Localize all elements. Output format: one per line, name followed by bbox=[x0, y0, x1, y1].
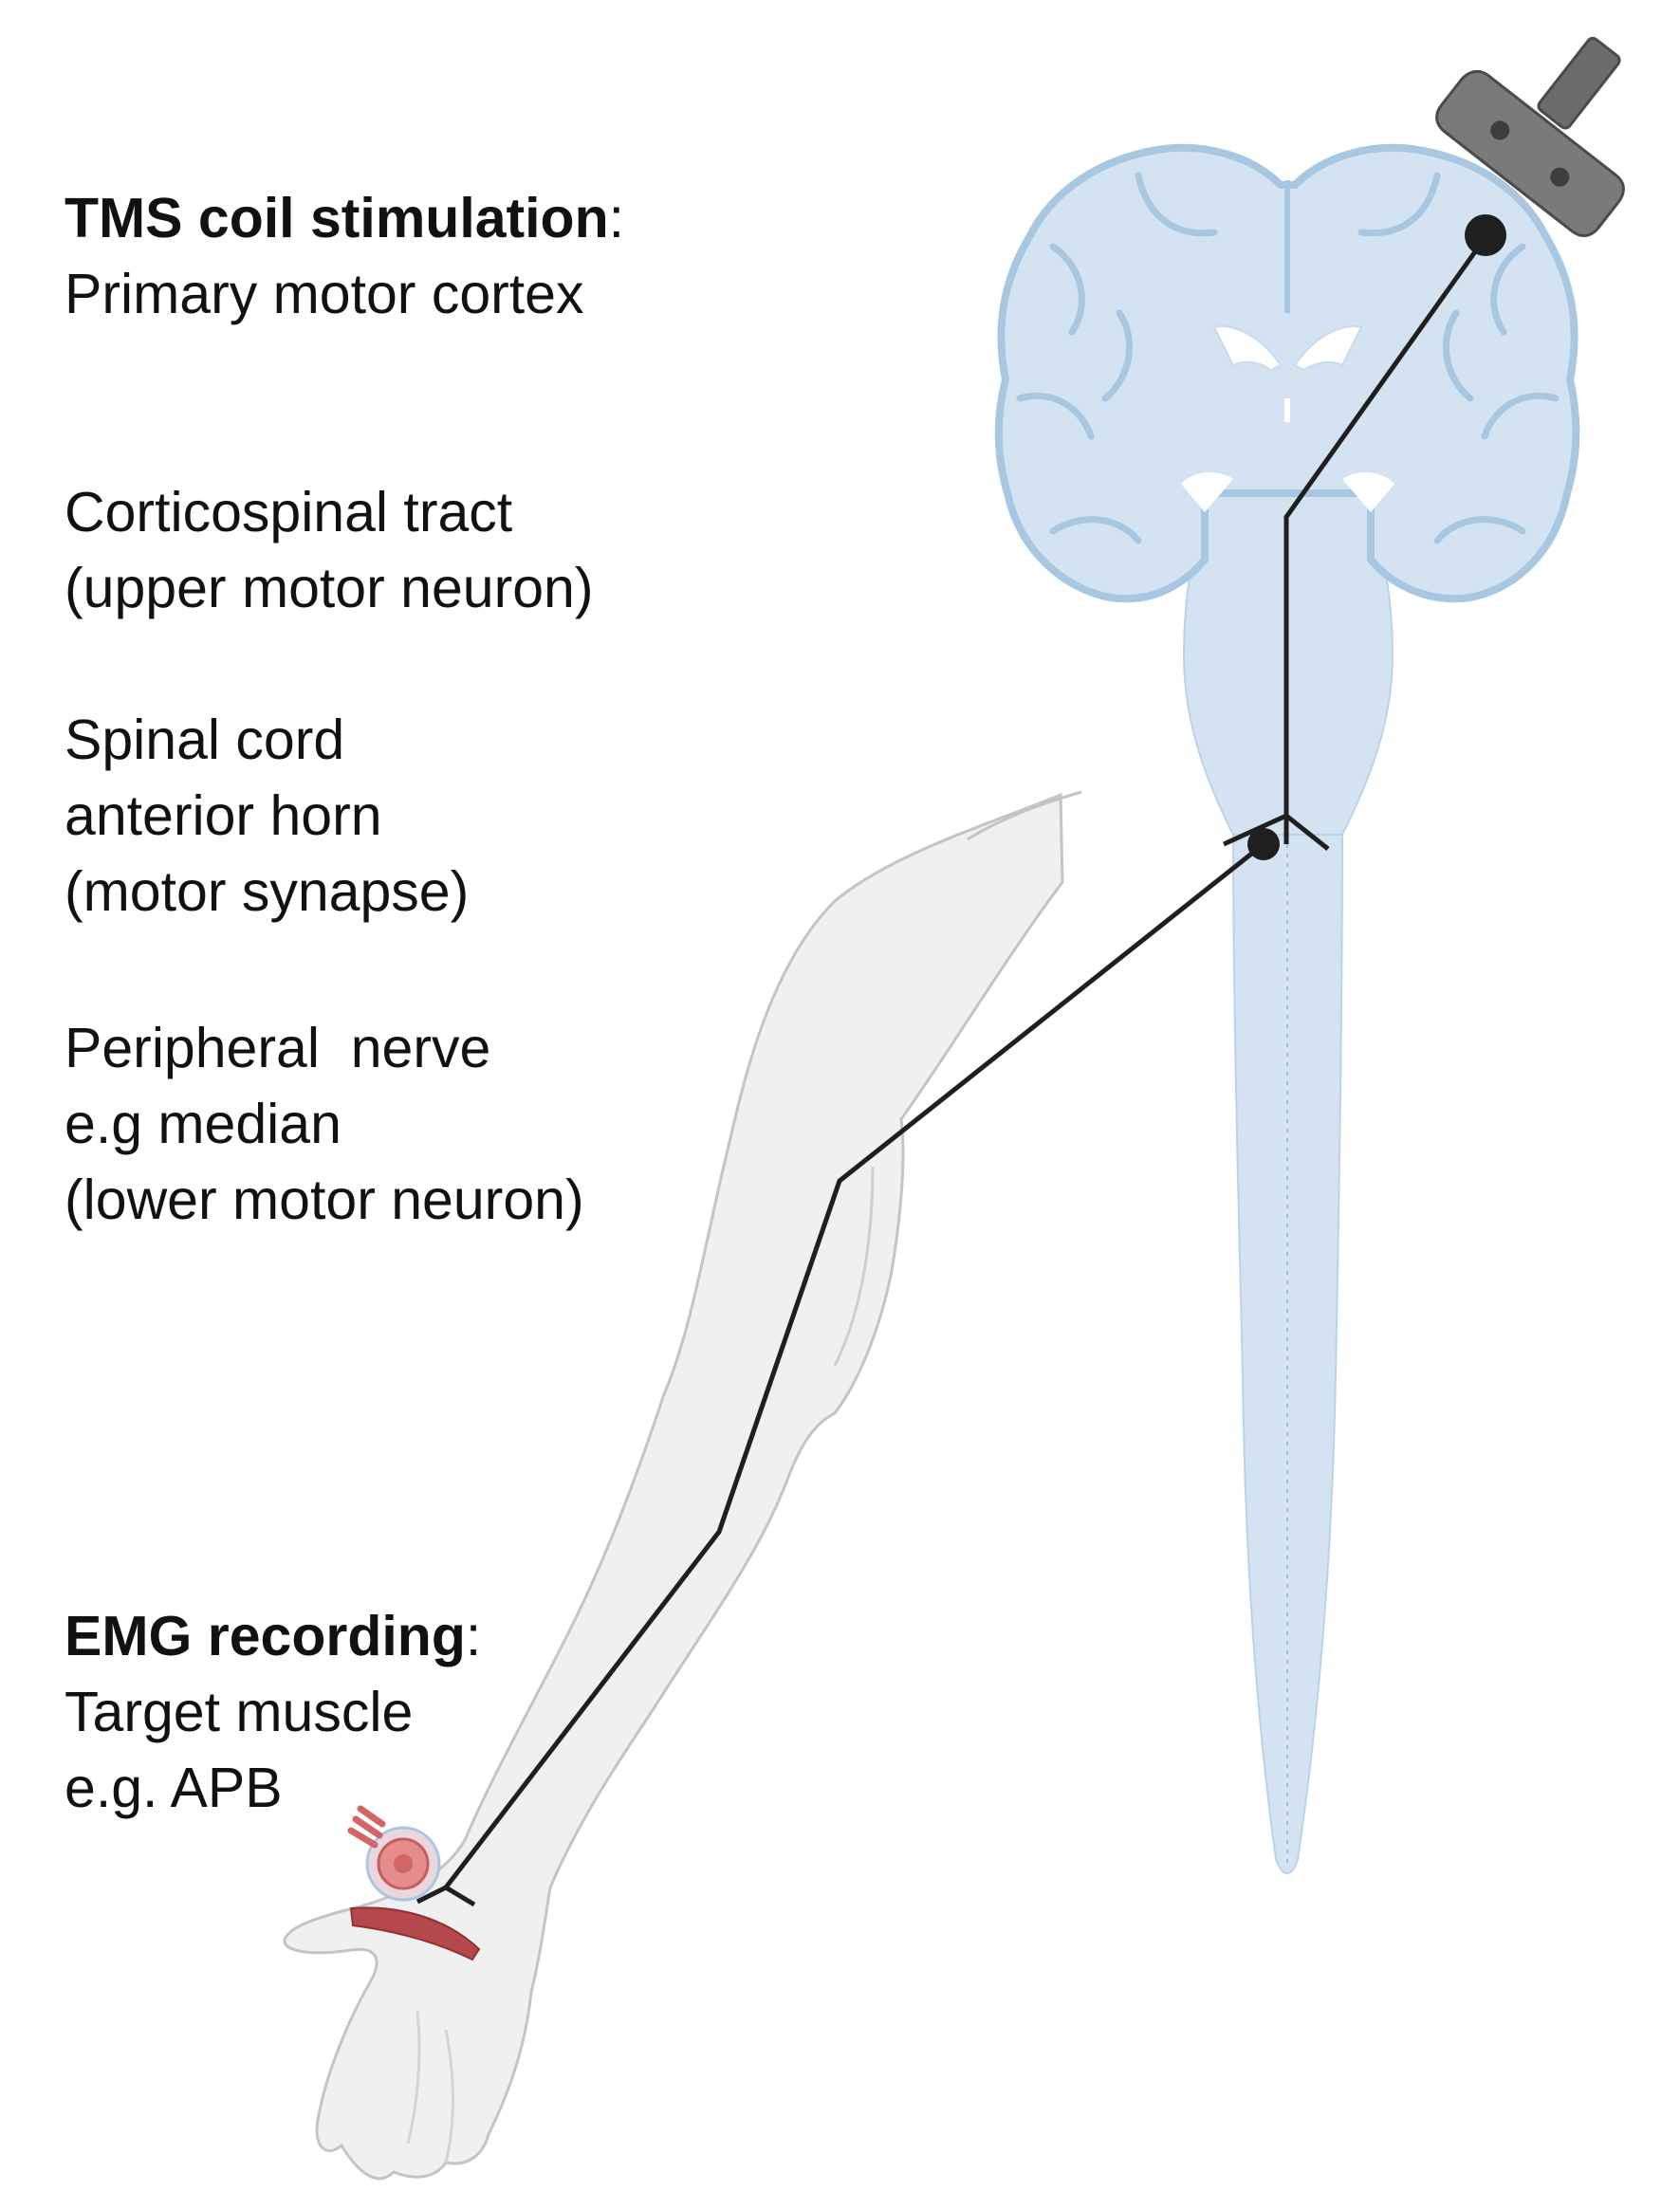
tms-detail: Primary motor cortex bbox=[65, 263, 584, 325]
spinal-line2: anterior horn bbox=[65, 784, 382, 847]
tms-heading: TMS coil stimulation bbox=[65, 187, 609, 249]
muscle-belly bbox=[349, 1906, 481, 1961]
tms-coil-icon bbox=[1435, 36, 1625, 237]
spinal-line1: Spinal cord bbox=[65, 709, 345, 771]
arm-outline-icon bbox=[283, 790, 1082, 2181]
emg-heading: EMG recording bbox=[65, 1605, 466, 1667]
synapse-fork bbox=[1222, 813, 1330, 851]
gyri-fold bbox=[1101, 309, 1134, 402]
electrode-center bbox=[394, 1854, 413, 1873]
emg-heading-line: EMG recording: bbox=[65, 1598, 481, 1674]
peripheral-nerve-label: Peripheral nerve e.g median (lower motor… bbox=[65, 1010, 584, 1238]
third-ventricle bbox=[1284, 398, 1290, 422]
brain-coronal-section-icon bbox=[994, 143, 1580, 1874]
gyri-fold bbox=[1357, 172, 1441, 237]
lateral-ventricles bbox=[1212, 325, 1283, 372]
gyri-fold bbox=[1442, 309, 1474, 402]
coil-head bbox=[1435, 69, 1625, 237]
sylvian-cleft bbox=[1342, 472, 1394, 512]
corticospinal-line1: Corticospinal tract bbox=[65, 481, 513, 543]
gyri-fold bbox=[1049, 516, 1142, 544]
tms-colon: : bbox=[608, 187, 625, 249]
emg-electrode-icon bbox=[347, 1805, 441, 1902]
nerve-terminal-fork bbox=[415, 1885, 476, 1907]
gyri-fold bbox=[1049, 243, 1085, 336]
arm-shape bbox=[283, 792, 1064, 2181]
arm-crease bbox=[967, 790, 1082, 841]
tms-label: TMS coil stimulation: Primary motor cort… bbox=[65, 180, 624, 332]
emg-label: EMG recording: Target muscle e.g. APB bbox=[65, 1598, 481, 1826]
emg-colon: : bbox=[465, 1605, 482, 1667]
apb-muscle-icon bbox=[349, 1906, 481, 1961]
peripheral-line1: Peripheral nerve bbox=[65, 1017, 491, 1079]
corticospinal-tract-line bbox=[1283, 235, 1488, 844]
corticospinal-line2: (upper motor neuron) bbox=[65, 557, 594, 619]
arm-crease bbox=[833, 1166, 875, 1367]
gyri-fold bbox=[1433, 516, 1526, 544]
gyri-fold bbox=[1016, 392, 1095, 440]
gyri-fold bbox=[1490, 243, 1526, 336]
emg-line3: e.g. APB bbox=[65, 1757, 283, 1819]
peripheral-line3: (lower motor neuron) bbox=[65, 1169, 584, 1231]
coil-handle bbox=[1537, 36, 1621, 130]
sylvian-cleft bbox=[1181, 472, 1233, 512]
spinal-cord-icon bbox=[1231, 834, 1344, 1874]
tms-heading-line: TMS coil stimulation: bbox=[65, 180, 624, 256]
spinal-line3: (motor synapse) bbox=[65, 860, 470, 923]
electrode-lead bbox=[347, 1805, 386, 1849]
emg-line2: Target muscle bbox=[65, 1681, 414, 1743]
coil-hole bbox=[1490, 120, 1510, 140]
palm-crease bbox=[406, 2010, 421, 2145]
peripheral-nerve-line bbox=[444, 842, 1265, 1889]
finger-line bbox=[444, 2029, 454, 2163]
gyri-fold bbox=[1481, 392, 1560, 440]
lateral-ventricles bbox=[1293, 325, 1363, 372]
corticospinal-label: Corticospinal tract (upper motor neuron) bbox=[65, 474, 594, 626]
gyri-fold bbox=[1135, 172, 1218, 237]
spinal-cord-label: Spinal cord anterior horn (motor synapse… bbox=[65, 702, 469, 930]
peripheral-line2: e.g median bbox=[65, 1093, 342, 1155]
motor-pathway-line bbox=[415, 214, 1506, 1907]
cortex-stimulation-point bbox=[1465, 214, 1506, 256]
coil-hole bbox=[1550, 167, 1570, 187]
